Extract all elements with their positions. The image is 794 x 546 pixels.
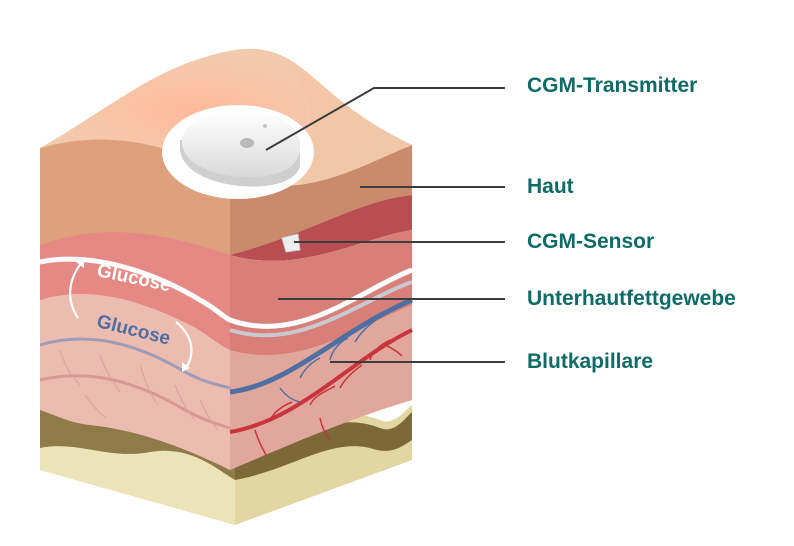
label-blutkapillare: Blutkapillare [527, 350, 654, 373]
glucose-arrowhead-bottom [182, 362, 190, 372]
leader-transmitter [265, 87, 505, 151]
membrane-line [39, 256, 413, 329]
skin-side-right [230, 145, 412, 255]
cgm-sensor-tip [281, 233, 301, 253]
skin-top-shade [290, 60, 412, 185]
glucose-arrow-left [69, 261, 83, 319]
label-cgm-sensor: CGM-Sensor [527, 230, 655, 253]
capillary-branches [254, 317, 403, 456]
membrane-line-grey [229, 280, 413, 338]
transmitter-button [240, 138, 254, 148]
base-dark-wave-right [235, 412, 412, 480]
glucose-arrowhead-top [76, 258, 84, 268]
cgm-transmitter [162, 105, 314, 199]
artery-front [39, 374, 231, 430]
front-vessels [59, 349, 219, 431]
leader-lines [265, 87, 505, 363]
capillary-blue [229, 297, 413, 395]
label-haut: Haut [527, 175, 574, 198]
capillary-red [229, 328, 413, 434]
label-unterhautfettgewebe: Unterhautfettgewebe [527, 287, 736, 310]
transmitter-led [263, 124, 267, 128]
label-cgm-transmitter: CGM-Transmitter [527, 74, 698, 97]
vein-front [39, 337, 231, 390]
glucose-arrow-right [175, 321, 193, 369]
